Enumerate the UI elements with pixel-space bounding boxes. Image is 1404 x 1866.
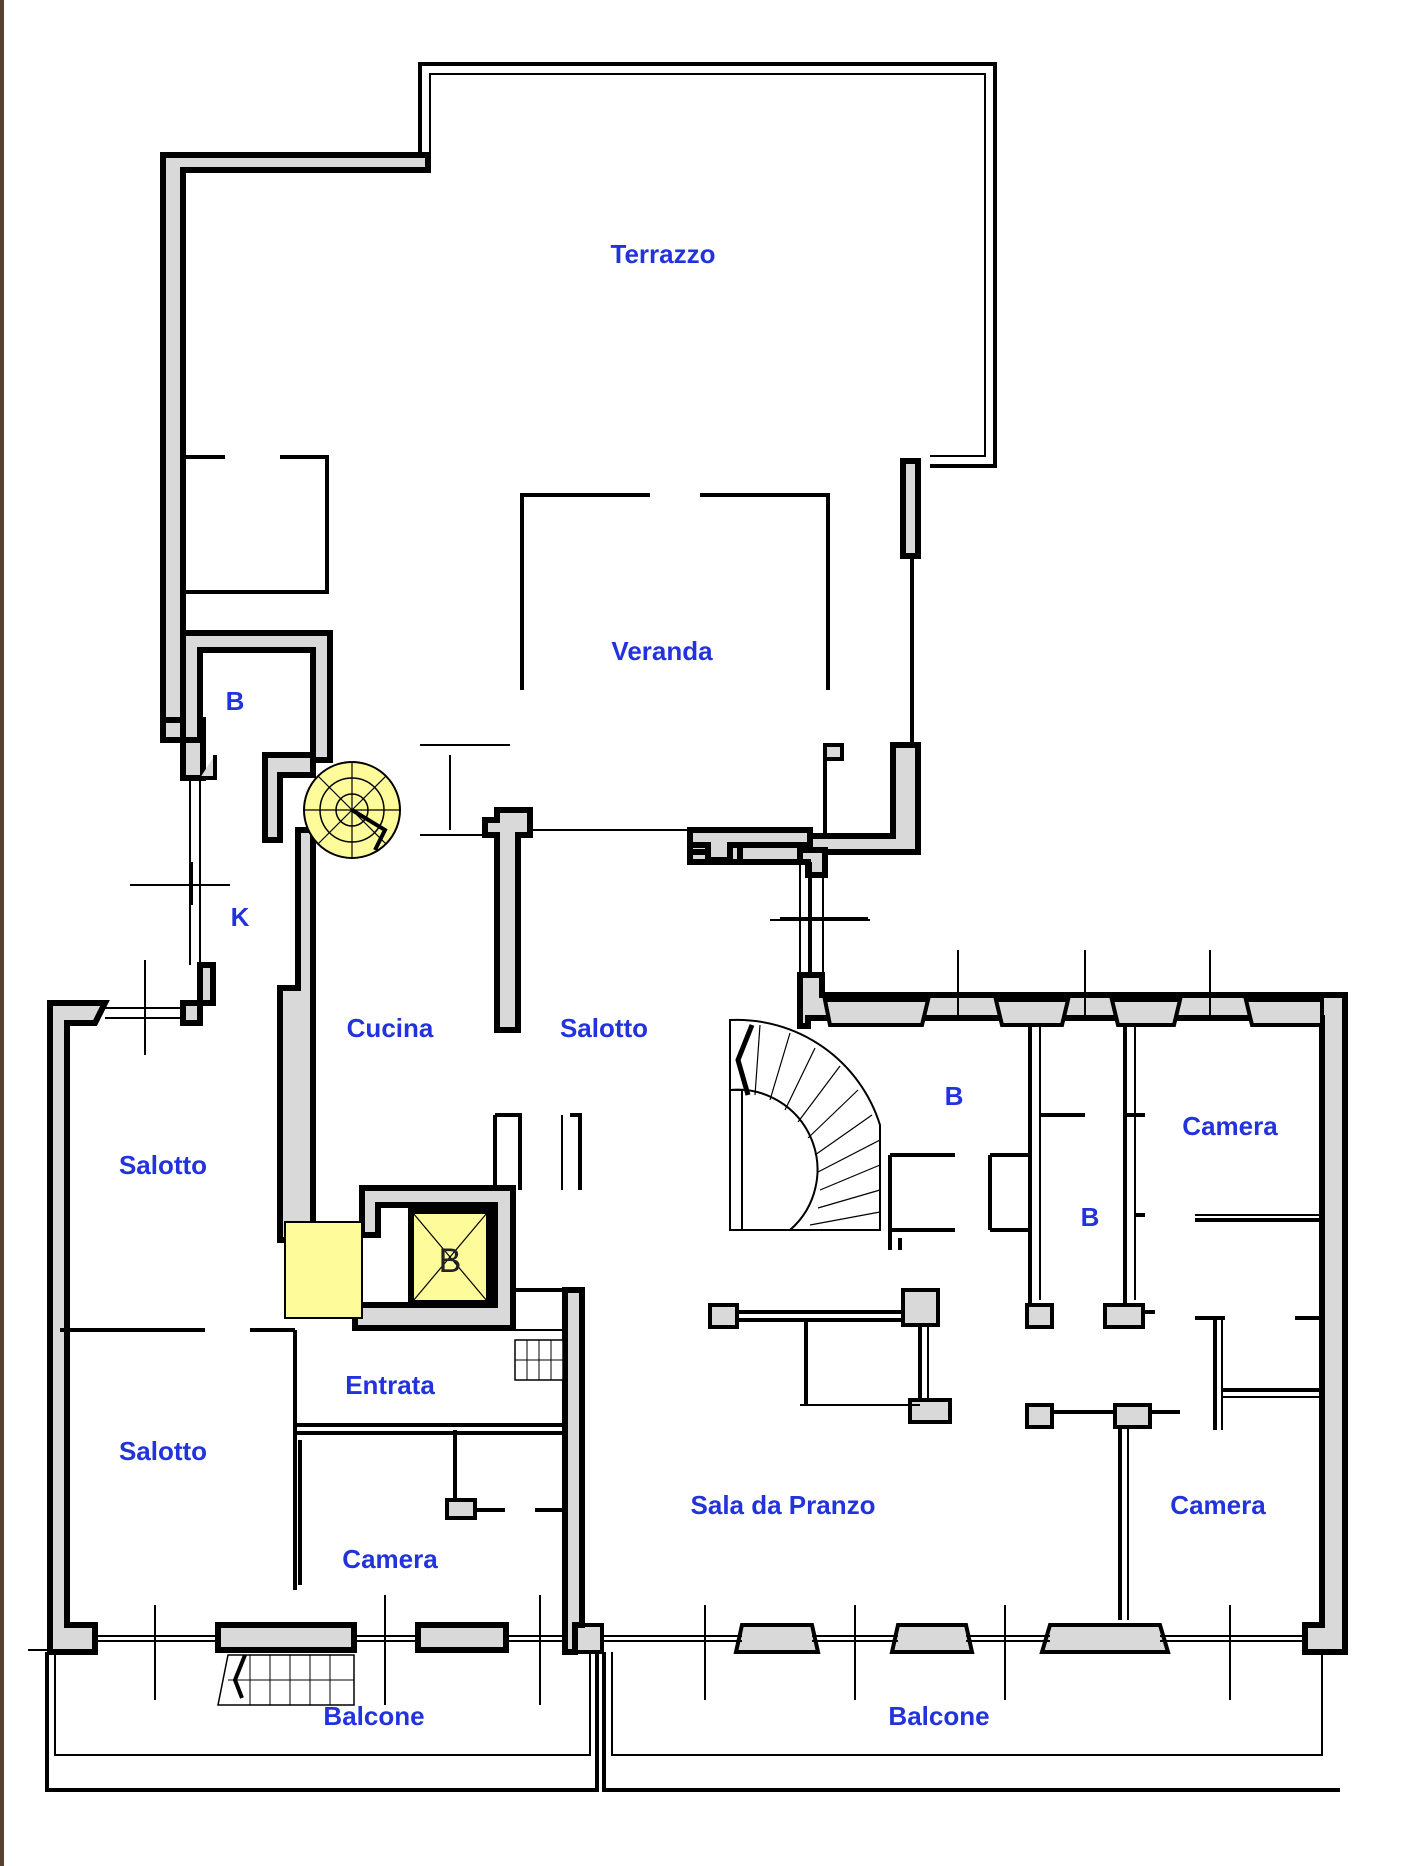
label-k: K [231,902,250,932]
label-camera-right-lower: Camera [1170,1490,1266,1520]
label-salotto-left-lower: Salotto [119,1436,207,1466]
label-bagno-top: B [226,686,245,716]
veranda-frame [520,493,830,690]
page-edge-strip [0,0,4,1866]
terrace-outline [418,62,997,468]
label-salotto-left-upper: Salotto [119,1150,207,1180]
label-entrata: Entrata [345,1370,435,1400]
label-veranda: Veranda [611,636,713,666]
entrance-steps [514,1339,564,1381]
label-salotto-center: Salotto [560,1013,648,1043]
label-bagno-right-upper: B [945,1081,964,1111]
label-sala-da-pranzo: Sala da Pranzo [691,1490,876,1520]
curved-staircase [729,1018,881,1231]
room-labels: Terrazzo Veranda B K Cucina Salotto Salo… [119,239,1278,1731]
balcony-outline [45,1652,1340,1792]
label-camera-lower-center: Camera [342,1544,438,1574]
label-balcone-right: Balcone [888,1701,989,1731]
window-markers [130,862,1231,1705]
label-cucina: Cucina [347,1013,434,1043]
balcony-steps [217,1654,355,1706]
label-camera-right-upper: Camera [1182,1111,1278,1141]
label-terrazzo: Terrazzo [611,239,716,269]
label-bagno-right-middle: B [1081,1202,1100,1232]
label-balcone-left: Balcone [323,1701,424,1731]
elevator-highlight: B [284,1212,488,1319]
spiral-staircase [303,761,401,859]
elevator-label: B [439,1242,462,1280]
